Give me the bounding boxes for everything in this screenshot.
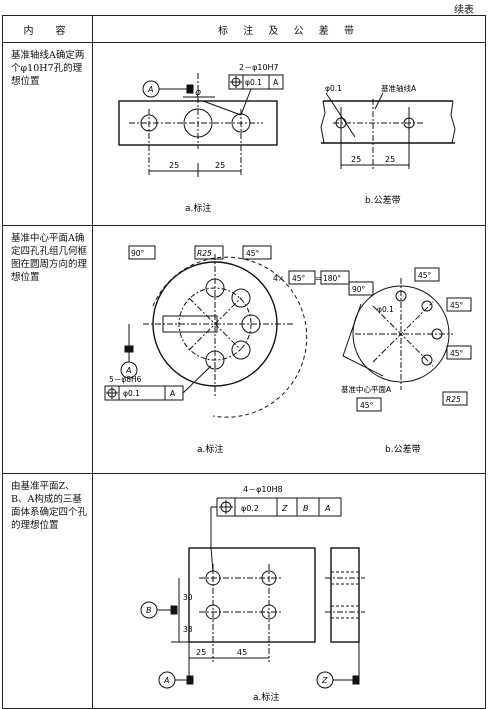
row3-a-d25: 25 [196,648,206,657]
row2-b-ang90: 90° [352,285,366,294]
row1-a-dim2: 25 [215,161,225,170]
col-annot-header: 标 注 及 公 差 带 [92,15,486,43]
row1-figures: 2－φ10H7 φ0.1 A A φ 25 25 a.标注 φ0.1 基准轴线A… [118,63,456,214]
row3-a-d45: 45 [237,648,247,657]
row3-a-datum-b: B [146,606,152,615]
row2-a-caption: a.标注 [197,443,223,455]
row2-b-plane-label: 基准中心平面A [341,384,392,394]
row2-a-tol: φ0.1 [123,389,140,398]
row3-a-datum-z: Z [321,676,328,685]
row2-b-a45-3: 45° [450,349,464,358]
row2-a-ang45b: 45° [292,274,306,283]
row2-figures: 90° R25 45° 4× 45° = 180° A 5－φ8H6 φ0.1 … [104,245,472,455]
row1-b-axis-label: 基准轴线A [381,83,417,93]
row2-a-ang90: 90° [131,249,145,258]
row3-a-a: A [324,504,330,513]
row3-a-d38: 38 [183,625,193,634]
row2-a-callout: 5－φ8H6 [109,375,142,384]
row2-a-ang45: 45° [246,249,260,258]
row1-b-dim2: 25 [385,155,395,164]
row2-a-times: 4× [273,274,284,283]
row1-desc: 基准轴线A确定两个φ10H7孔的理想位置 [2,42,93,226]
row1-a-caption: a.标注 [185,202,211,214]
row2-a-dref: A [170,389,176,398]
row3-a-datum-a: A [163,676,169,685]
row1-a-dim1: 25 [169,161,179,170]
row3-figures: 4－φ10H8 φ0.2 Z B A 30 38 25 45 B A Z a.标… [140,485,365,703]
row2-b-a45-4: 45° [360,401,374,410]
row1-b-caption: b.公差带 [365,194,401,206]
row3-desc: 由基准平面Z、B、A构成的三基面体系确定四个孔的理想位置 [2,473,93,709]
row2-b-caption: b.公差带 [385,443,421,455]
row1-a-phi: φ [195,88,201,98]
spec-table: 内 容 标 注 及 公 差 带 基准轴线A确定两个φ10H7孔的理想位置 [2,15,486,709]
continued-label: 续表 [454,5,474,16]
row1-a-tol: φ0.1 [245,78,262,87]
row3-a-z: Z [281,504,288,513]
row2-b-a45-2: 45° [450,301,464,310]
col-content-header: 内 容 [2,15,93,43]
row3-a-d30: 30 [183,593,193,602]
row3-a-b: B [303,504,309,513]
row2-b-r: R25 [446,395,461,404]
row1-figure-cell: 2－φ10H7 φ0.1 A A φ 25 25 a.标注 φ0.1 基准轴线A… [92,42,486,226]
row3-figure-cell: 4－φ10H8 φ0.2 Z B A 30 38 25 45 B A Z a.标… [92,473,486,709]
row1-a-callout: 2－φ10H7 [239,63,279,72]
row2-a-datum: A [125,366,131,375]
row2-b-tol: φ0.1 [377,305,394,314]
row3-a-tol: φ0.2 [241,504,259,513]
row1-a-datum: A [273,78,279,87]
row1-a-datum-label: A [147,85,153,94]
row3-a-caption: a.标注 [253,691,279,703]
row2-a-ang180: 180° [323,274,341,283]
row2-figure-cell: 90° R25 45° 4× 45° = 180° A 5－φ8H6 φ0.1 … [92,225,486,474]
row2-b-a45-1: 45° [418,271,432,280]
row2-a-r: R25 [197,249,212,258]
row2-desc: 基准中心平面A确定四孔孔组几何框图在圆周方向的理想位置 [2,225,93,474]
row1-b-tol: φ0.1 [325,84,342,93]
row1-b-dim1: 25 [351,155,361,164]
row2-a-eq: = [315,274,322,283]
row3-a-callout: 4－φ10H8 [243,485,283,494]
